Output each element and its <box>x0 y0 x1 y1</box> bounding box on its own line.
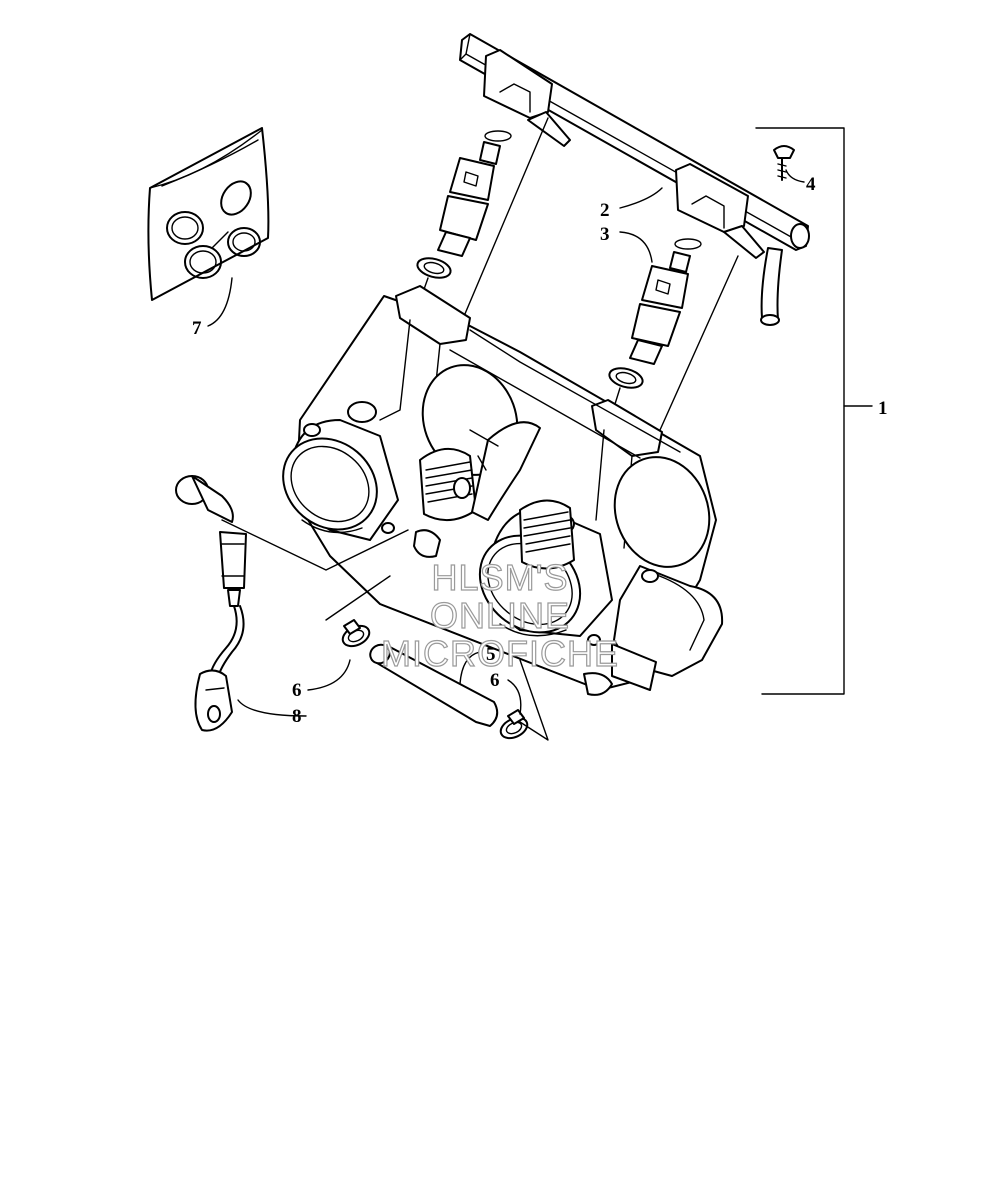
leader-8 <box>237 699 307 717</box>
screw <box>773 145 795 181</box>
fuel-rail <box>459 33 810 326</box>
callout-3: 3 <box>600 224 610 245</box>
leader-5 <box>459 651 481 685</box>
leader-6b <box>507 679 522 715</box>
throttle-linkage-spring <box>419 421 575 570</box>
callout-6-right: 6 <box>490 670 500 691</box>
callout-labels: 1 2 3 4 5 6 6 7 8 <box>192 174 888 727</box>
callout-5: 5 <box>486 644 496 665</box>
leader-2 <box>619 187 663 209</box>
leader-7 <box>207 277 233 327</box>
watermark: HLSM'S ONLINE MICROFICHE <box>380 556 619 674</box>
callout-8: 8 <box>292 706 302 727</box>
gasket-kit-bag <box>147 127 270 301</box>
fuel-injector-lower <box>608 238 702 389</box>
watermark-line-1: HLSM'S <box>432 557 569 598</box>
leader-6a <box>307 659 351 691</box>
bracket-1 <box>755 127 845 695</box>
watermark-line-3: MICROFICHE <box>381 633 619 674</box>
watermark-line-2: ONLINE <box>430 595 570 636</box>
fuel-injector-upper <box>416 130 512 279</box>
callout-7: 7 <box>192 318 202 339</box>
throttle-cable <box>175 475 247 732</box>
leader-lines <box>207 127 873 717</box>
leader-4 <box>785 169 805 183</box>
assembly-lines <box>221 519 549 741</box>
leader-3 <box>619 231 653 263</box>
throttle-body-assembly <box>282 285 724 696</box>
callout-1: 1 <box>878 398 888 419</box>
vent-hose <box>369 643 499 727</box>
callout-4: 4 <box>806 174 816 195</box>
callout-6-left: 6 <box>292 680 302 701</box>
hose-clamp-upper <box>341 619 371 648</box>
callout-2: 2 <box>600 200 610 221</box>
